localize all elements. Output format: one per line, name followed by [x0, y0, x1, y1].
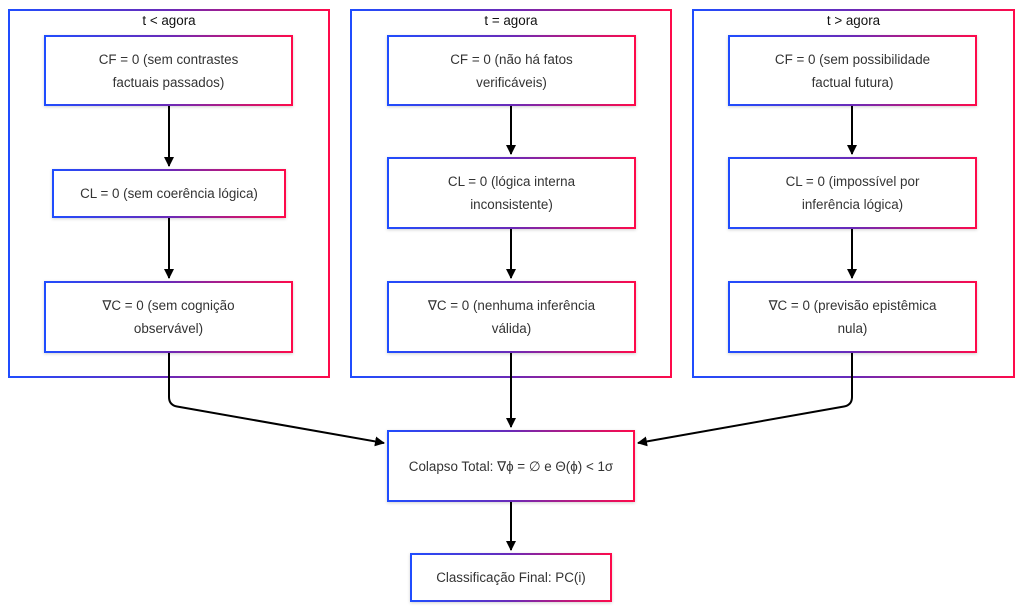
- node-label: CL = 0 (lógica interna inconsistente): [447, 174, 576, 212]
- node-label: Colapso Total: ∇ϕ = ∅ e Θ(ϕ) < 1σ: [408, 458, 614, 474]
- node-label: ∇C = 0 (previsão epistêmica nula): [768, 298, 937, 336]
- node-present-vc[interactable]: ∇C = 0 (nenhuma inferência válida): [387, 281, 636, 353]
- node-present-cl[interactable]: CL = 0 (lógica interna inconsistente): [387, 157, 636, 229]
- group-title: t < agora: [142, 13, 196, 28]
- node-future-vc[interactable]: ∇C = 0 (previsão epistêmica nula): [728, 281, 977, 353]
- node-past-vc[interactable]: ∇C = 0 (sem cognição observável): [44, 281, 293, 353]
- node-final[interactable]: Classificação Final: PC(i): [410, 553, 612, 602]
- node-label: Classificação Final: PC(i): [436, 570, 586, 585]
- node-collapse[interactable]: Colapso Total: ∇ϕ = ∅ e Θ(ϕ) < 1σ: [387, 430, 635, 502]
- node-label: CF = 0 (sem possibilidade factual futura…: [774, 51, 931, 90]
- group-title: t = agora: [484, 13, 538, 28]
- group-title: t > agora: [826, 13, 881, 28]
- node-label: CF = 0 (sem contrastes factuais passados…: [98, 51, 239, 90]
- node-future-cl[interactable]: CL = 0 (impossível por inferência lógica…: [728, 157, 977, 229]
- node-future-cf[interactable]: CF = 0 (sem possibilidade factual futura…: [728, 35, 977, 106]
- node-label: CL = 0 (sem coerência lógica): [80, 186, 258, 201]
- node-past-cl[interactable]: CL = 0 (sem coerência lógica): [52, 169, 286, 218]
- node-present-cf[interactable]: CF = 0 (não há fatos verificáveis): [387, 35, 636, 106]
- node-past-cf[interactable]: CF = 0 (sem contrastes factuais passados…: [44, 35, 293, 106]
- node-label: ∇C = 0 (sem cognição observável): [102, 298, 235, 336]
- node-label: CL = 0 (impossível por inferência lógica…: [785, 174, 920, 212]
- node-label: ∇C = 0 (nenhuma inferência válida): [427, 298, 596, 336]
- node-label: CF = 0 (não há fatos verificáveis): [450, 51, 573, 90]
